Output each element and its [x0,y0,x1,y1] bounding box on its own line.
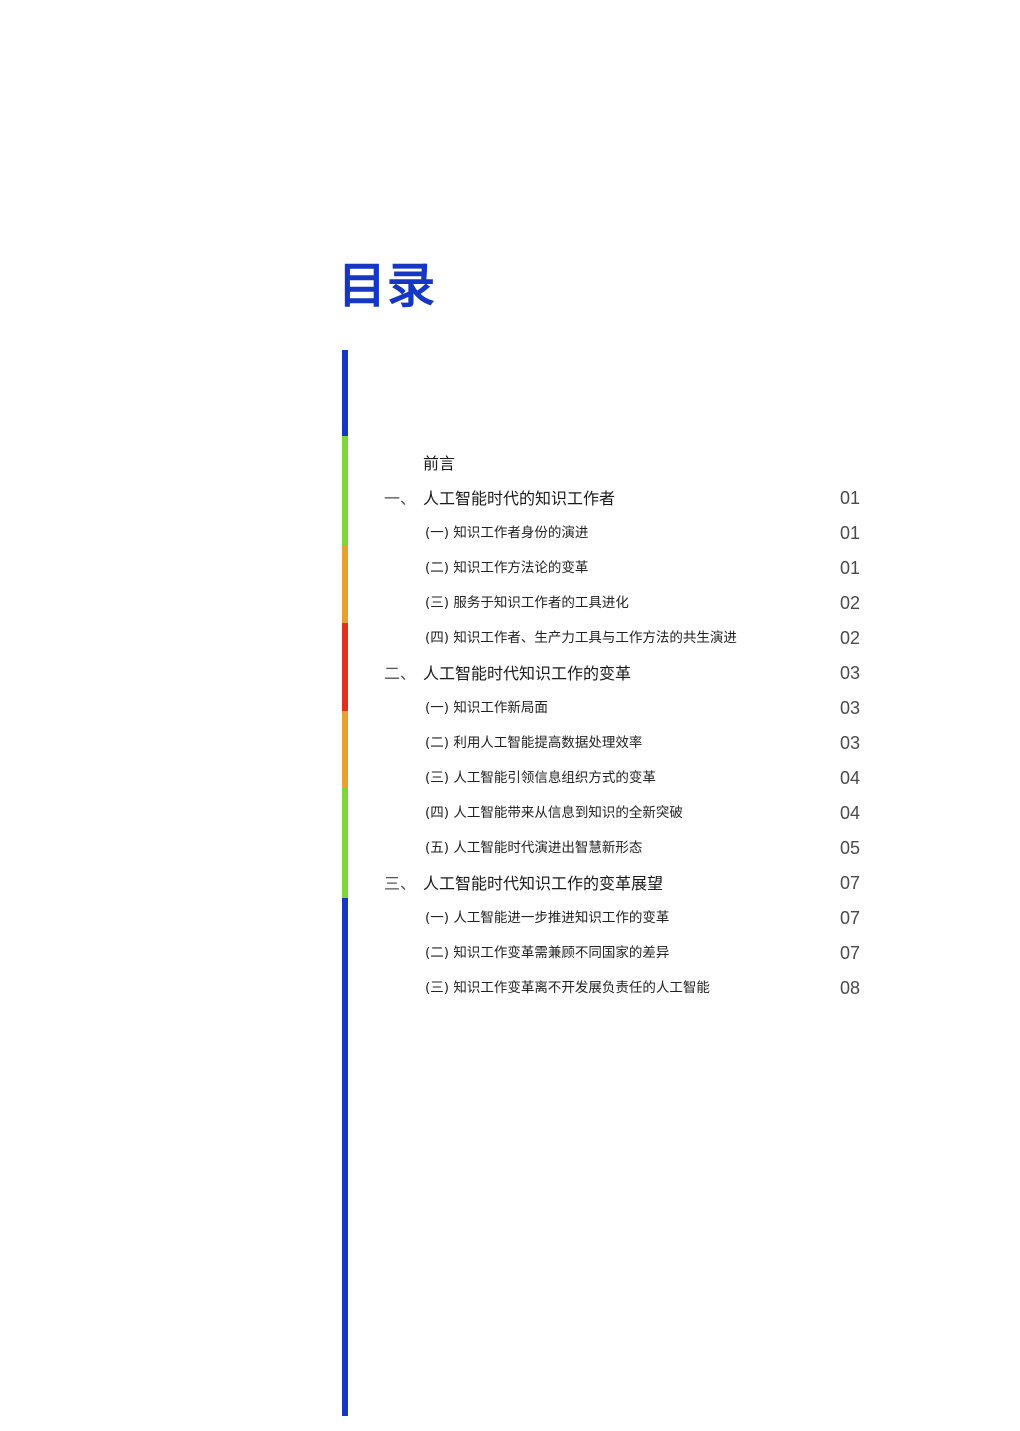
toc-section-title: (四) 人工智能带来从信息到知识的全新突破 [425,805,683,821]
toc-page-number: 02 [839,628,860,648]
bar-segment-blue-bottom [342,898,348,1416]
toc-chapter-title: 前言 [423,454,456,473]
toc-section-title: (二) 知识工作变革需兼顾不同国家的差异 [425,945,670,961]
toc-section-title: (一) 知识工作新局面 [425,700,548,716]
toc-page-number: 08 [839,978,860,998]
toc-page-number: 01 [839,523,860,543]
side-color-bar [342,350,348,1416]
toc-section-title: (三) 知识工作变革离不开发展负责任的人工智能 [425,980,710,996]
toc-entry[interactable]: 三、人工智能时代知识工作的变革展望 07 [0,866,1020,901]
toc-section-title: (二) 利用人工智能提高数据处理效率 [425,735,643,751]
toc-page-number: 07 [839,873,860,893]
bar-segment-blue-top [342,350,348,436]
toc-chapter-number: 二、 [384,664,417,683]
toc-page-number: 07 [839,943,860,963]
toc-page-number: 04 [839,803,860,823]
toc-entry[interactable]: (二) 知识工作方法论的变革 01 [0,551,1020,586]
toc-entry[interactable]: (二) 利用人工智能提高数据处理效率 03 [0,726,1020,761]
bar-segment-green-2 [342,788,348,898]
toc-entry[interactable]: (二) 知识工作变革需兼顾不同国家的差异 07 [0,936,1020,971]
bar-segment-orange-1 [342,546,348,623]
toc-entry[interactable]: (四) 人工智能带来从信息到知识的全新突破 04 [0,796,1020,831]
toc-section-title: (三) 人工智能引领信息组织方式的变革 [425,770,656,786]
toc-chapter-title: 人工智能时代的知识工作者 [423,489,616,508]
toc-page-number: 01 [839,488,860,508]
toc-entry[interactable]: (一) 知识工作者身份的演进 01 [0,516,1020,551]
toc-section-title: (五) 人工智能时代演进出智慧新形态 [425,840,643,856]
toc-page-number: 03 [839,663,860,683]
toc-chapter-title: 人工智能时代知识工作的变革 [423,664,632,683]
bar-segment-orange-2 [342,711,348,788]
toc-page-number: 02 [839,593,860,613]
toc-entry[interactable]: (一) 知识工作新局面 03 [0,691,1020,726]
toc-page-number: 03 [839,698,860,718]
toc-page-number: 05 [839,838,860,858]
toc-entry[interactable]: (一) 人工智能进一步推进知识工作的变革 07 [0,901,1020,936]
toc-page-number: 07 [839,908,860,928]
toc-page-number: 03 [839,733,860,753]
toc-entry[interactable]: 一、人工智能时代的知识工作者 01 [0,481,1020,516]
toc-entry[interactable]: (三) 服务于知识工作者的工具进化 02 [0,586,1020,621]
toc-entry[interactable]: 前言 [0,446,1020,481]
toc-entry[interactable]: (四) 知识工作者、生产力工具与工作方法的共生演进 02 [0,621,1020,656]
toc-section-title: (三) 服务于知识工作者的工具进化 [425,595,629,611]
toc-section-title: (一) 人工智能进一步推进知识工作的变革 [425,910,670,926]
toc-chapter-number: 一、 [384,489,417,508]
toc-chapter-title: 人工智能时代知识工作的变革展望 [423,874,664,893]
bar-segment-red [342,623,348,711]
bar-segment-green-1 [342,436,348,546]
toc-entry[interactable]: (五) 人工智能时代演进出智慧新形态 05 [0,831,1020,866]
toc-page-number: 01 [839,558,860,578]
toc-section-title: (一) 知识工作者身份的演进 [425,525,589,541]
toc-entry[interactable]: (三) 人工智能引领信息组织方式的变革 04 [0,761,1020,796]
toc-entry[interactable]: (三) 知识工作变革离不开发展负责任的人工智能 08 [0,971,1020,1006]
page-title: 目录 [338,258,437,314]
toc-page-number: 04 [839,768,860,788]
toc-section-title: (二) 知识工作方法论的变革 [425,560,589,576]
toc-section-title: (四) 知识工作者、生产力工具与工作方法的共生演进 [425,630,737,646]
toc-chapter-number: 三、 [384,874,417,893]
toc-entry[interactable]: 二、人工智能时代知识工作的变革 03 [0,656,1020,691]
